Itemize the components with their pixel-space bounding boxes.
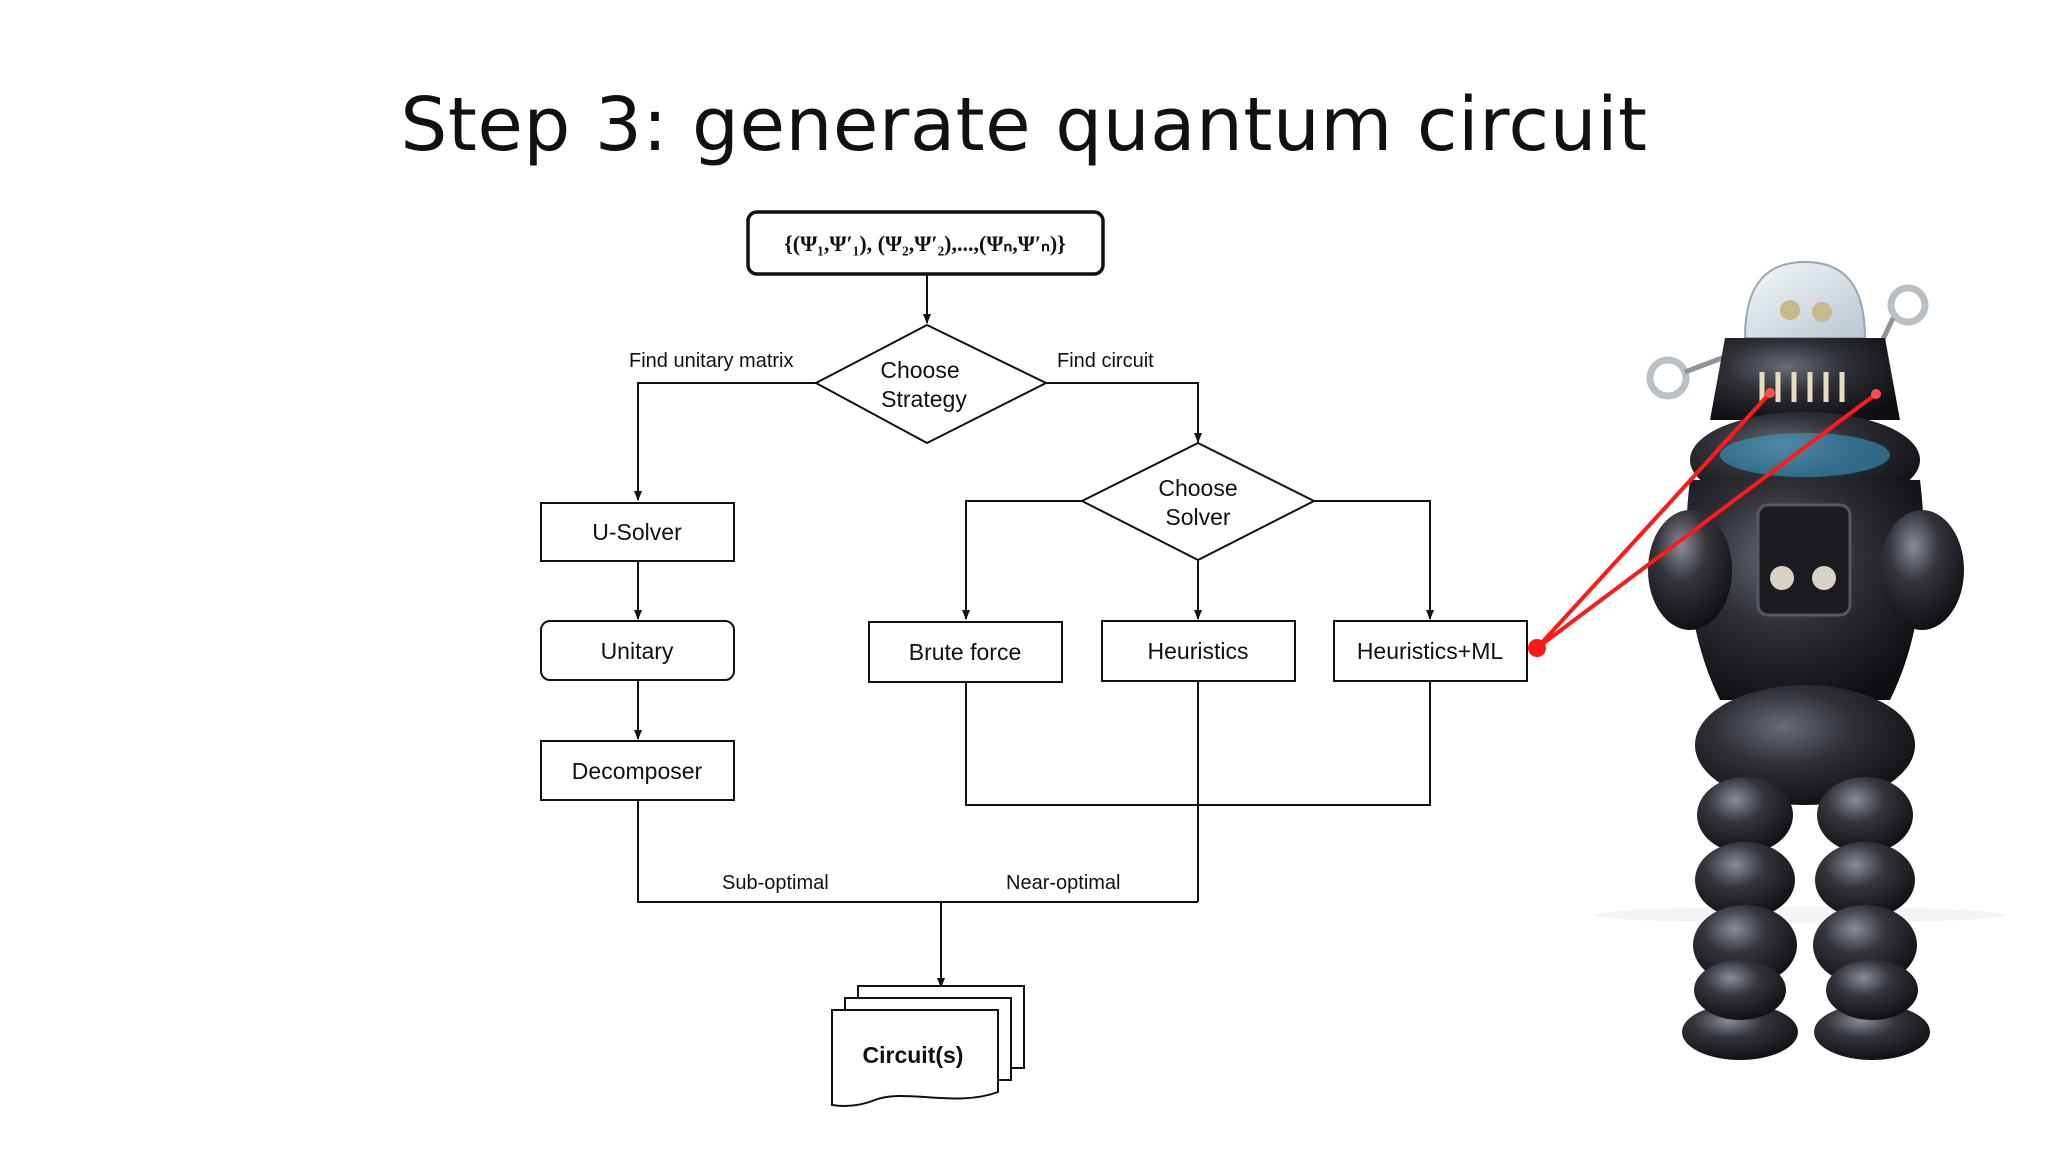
edge-label-find-unitary: Find unitary matrix	[629, 350, 794, 372]
slide-title: Step 3: generate quantum circuit	[400, 82, 1648, 168]
robot-illustration	[1528, 260, 2005, 1060]
robot-legs	[1682, 777, 1930, 1060]
robot-ear-ring-left	[1646, 356, 1690, 400]
u-solver-box: U-Solver	[540, 502, 735, 562]
u-solver-label: U-Solver	[592, 519, 682, 545]
edge-solver-to-heuristicsml	[1314, 500, 1434, 620]
edge-strategy-to-solver	[1046, 382, 1202, 443]
robot-dome	[1743, 260, 1867, 339]
brute-force-box: Brute force	[868, 621, 1063, 683]
laser-beams	[1528, 388, 1881, 657]
decomposer-box: Decomposer	[540, 740, 735, 801]
edge-solver-to-bruteforce	[962, 500, 1082, 620]
input-label: {(Ψ₁,Ψ′₁), (Ψ₂,Ψ′₂),...,(Ψₙ,Ψ′ₙ)}	[784, 231, 1066, 256]
choose-solver-decision: Choose Solver	[1079, 441, 1317, 562]
strategy-label-line2: Strategy	[881, 386, 967, 412]
decomposer-label: Decomposer	[572, 758, 703, 784]
edge-strategy-to-usolver	[634, 382, 816, 501]
heuristics-ml-label: Heuristics+ML	[1357, 638, 1504, 664]
solver-label-line1: Choose	[1158, 475, 1237, 501]
input-box: {(Ψ₁,Ψ′₁), (Ψ₂,Ψ′₂),...,(Ψₙ,Ψ′ₙ)}	[746, 210, 1105, 276]
connectors	[634, 274, 1434, 988]
unitary-label: Unitary	[601, 638, 674, 664]
solver-label-line2: Solver	[1165, 504, 1231, 530]
edge-label-find-circuit: Find circuit	[1057, 350, 1154, 372]
edge-label-near-optimal: Near-optimal	[1006, 872, 1120, 894]
edge-label-sub-optimal: Sub-optimal	[722, 872, 829, 894]
robot-ear-ring-right	[1887, 284, 1929, 326]
heuristics-label: Heuristics	[1148, 638, 1249, 664]
choose-strategy-decision: Choose Strategy	[813, 323, 1049, 445]
output-circuits-documents: Circuit(s)	[831, 985, 1025, 1107]
laser-target-dot	[1528, 639, 1546, 657]
heuristics-ml-box: Heuristics+ML	[1333, 620, 1528, 682]
robot-head	[1710, 338, 1900, 420]
strategy-label-line1: Choose	[880, 357, 959, 383]
heuristics-box: Heuristics	[1101, 620, 1296, 682]
edge-decomposer-merge	[637, 800, 1198, 903]
brute-force-label: Brute force	[909, 639, 1022, 665]
output-label: Circuit(s)	[863, 1042, 964, 1068]
unitary-box: Unitary	[540, 620, 735, 681]
